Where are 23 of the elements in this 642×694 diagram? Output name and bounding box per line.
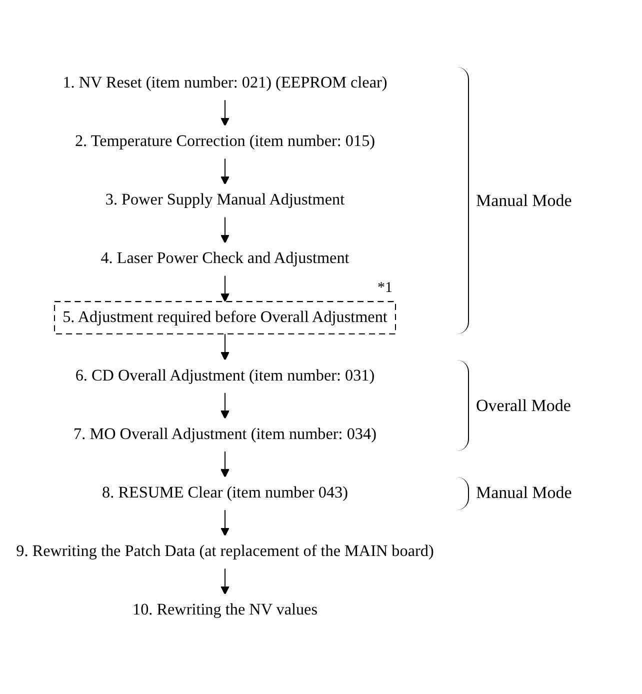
node-text: 4. Laser Power Check and Adjustment (100, 250, 350, 268)
node-text: 10. Rewriting the NV values (132, 601, 318, 619)
footnote-mark: *1 (378, 280, 392, 297)
arrow (220, 451, 230, 478)
arrow (220, 216, 230, 244)
node-text: 2. Temperature Correction (item number: 015) (74, 132, 376, 150)
arrow (220, 392, 230, 420)
arrow (220, 568, 230, 595)
arrow (220, 100, 230, 126)
arrow (220, 158, 230, 185)
mode-label: Manual Mode (476, 483, 572, 504)
node-text: 6. CD Overall Adjustment (item number: 031) (75, 367, 375, 384)
arrow (220, 275, 230, 302)
arrow (220, 334, 230, 361)
node-box: 5. Adjustment required before Overall Adjustment (54, 301, 396, 334)
mode-label: Manual Mode (476, 190, 572, 211)
node-text: 7. MO Overall Adjustment (item number: 034) (74, 426, 376, 443)
mode-label: Overall Mode (476, 396, 571, 416)
node-text: 3. Power Supply Manual Adjustment (105, 191, 345, 209)
node-text: 8. RESUME Clear (item number 043) (102, 484, 348, 502)
node-text: 9. Rewriting the Patch Data (at replacement of the MAIN board) (16, 542, 434, 560)
node-text: 1. NV Reset (item number: 021) (EEPROM clear) (62, 74, 388, 92)
arrow (220, 510, 230, 536)
